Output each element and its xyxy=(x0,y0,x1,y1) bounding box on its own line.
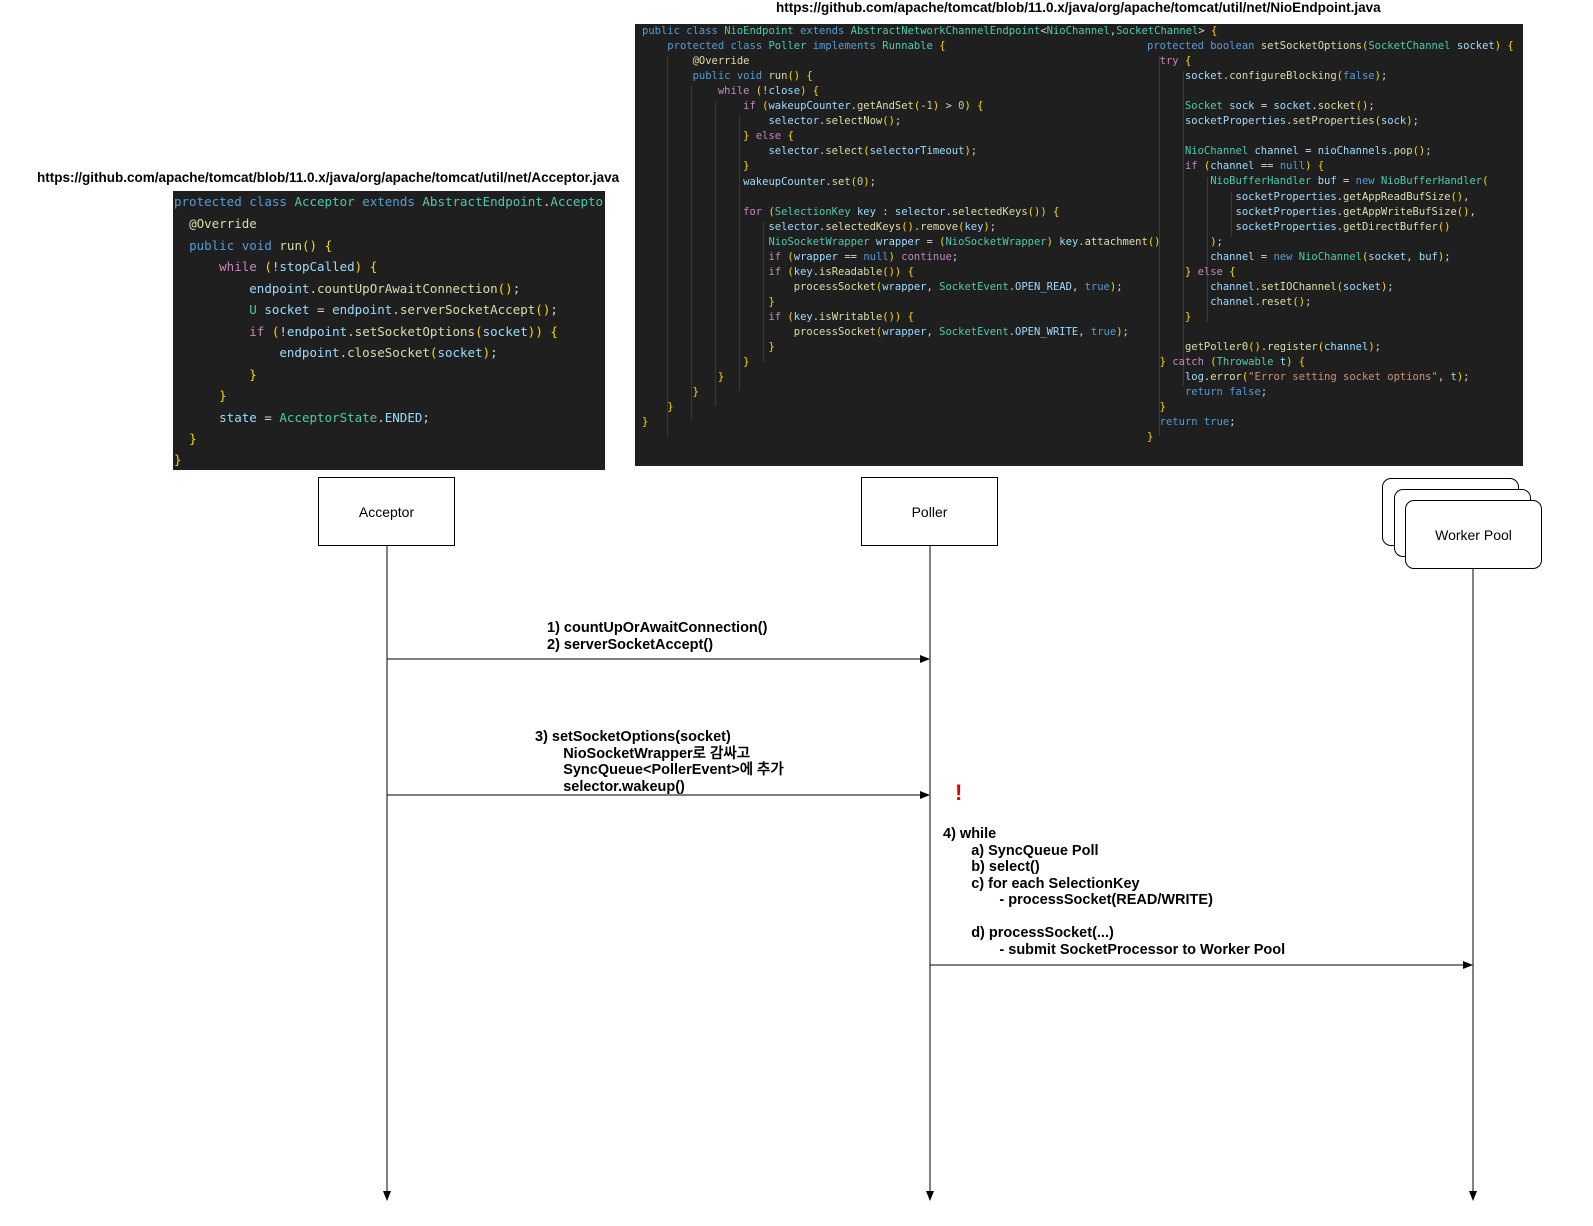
code-line: socketProperties.getAppReadBufSize(), xyxy=(1235,190,1470,203)
code-line: selector.selectedKeys().remove(key); xyxy=(768,220,997,233)
code-line: } xyxy=(1184,310,1192,323)
indent-guide xyxy=(1183,71,1184,386)
code-line: selector.selectNow(); xyxy=(768,115,902,128)
code-line: public class NioEndpoint extends Abstrac… xyxy=(642,25,1218,37)
code-line: if (wrapper == null) continue; xyxy=(768,250,959,263)
indent-guide xyxy=(691,86,692,421)
code-line: return true; xyxy=(1159,416,1236,429)
code-line: } xyxy=(667,401,674,414)
accept-connection-label: 1) countUpOrAwaitConnection() 2) serverS… xyxy=(547,620,768,653)
code-line: } xyxy=(1159,401,1166,414)
code-line: if (key.isWritable()) { xyxy=(768,310,914,323)
code-line: if (wakeupCounter.getAndSet(-1) > 0) { xyxy=(743,100,984,113)
code-line: } xyxy=(768,341,775,354)
code-line: U socket = endpoint.serverSocketAccept()… xyxy=(249,302,558,317)
code-line: while (!close) { xyxy=(717,85,820,98)
acceptor-actor[interactable]: Acceptor xyxy=(318,477,455,546)
code-line: } else { xyxy=(743,130,794,143)
code-line: } xyxy=(642,416,649,429)
code-line: } xyxy=(743,160,750,173)
code-line: } xyxy=(219,388,227,403)
warning-mark: ! xyxy=(955,780,963,805)
code-line: log.error("Error setting socket options"… xyxy=(1184,371,1470,384)
code-line: protected class Acceptor extends Abstrac… xyxy=(174,194,605,209)
code-line: selector.select(selectorTimeout); xyxy=(768,145,978,158)
code-line: } xyxy=(743,356,750,369)
code-line: } xyxy=(174,452,182,467)
code-line: endpoint.countUpOrAwaitConnection(); xyxy=(249,281,521,296)
code-line: processSocket(wrapper, SocketEvent.OPEN_… xyxy=(793,280,1123,293)
code-line: socketProperties.getDirectBuffer() xyxy=(1235,220,1451,233)
poller-actor[interactable]: Poller xyxy=(861,477,998,546)
code-line: @Override xyxy=(692,55,750,68)
code-line: if (key.isReadable()) { xyxy=(768,265,914,278)
code-line: if (!endpoint.setSocketOptions(socket)) … xyxy=(249,324,558,339)
code-line: NioBufferHandler buf = new NioBufferHand… xyxy=(1210,175,1489,188)
code-line: } xyxy=(768,295,775,308)
code-line: } xyxy=(717,371,725,384)
code-line: return false; xyxy=(1184,386,1268,399)
code-line: wakeupCounter.set(0); xyxy=(743,175,876,188)
acceptor-code-snippet: protected class Acceptor extends Abstrac… xyxy=(173,191,605,470)
code-line: NioChannel channel = nioChannels.pop(); xyxy=(1184,145,1432,158)
code-line: public void run() { xyxy=(189,238,333,253)
indent-guide xyxy=(667,56,668,436)
code-line: try { xyxy=(1159,55,1192,68)
code-line: socketProperties.getAppWriteBufSize(), xyxy=(1235,205,1476,218)
indent-guide xyxy=(1159,56,1160,436)
code-line: channel = new NioChannel(socket, buf); xyxy=(1210,250,1451,263)
acceptor-source-url[interactable]: https://github.com/apache/tomcat/blob/11… xyxy=(37,170,620,185)
code-line: socket.configureBlocking(false); xyxy=(1184,70,1388,83)
code-line: for (SelectionKey key : selector.selecte… xyxy=(743,205,1060,218)
code-line: endpoint.closeSocket(socket); xyxy=(279,345,498,360)
nioendpoint-source-url[interactable]: https://github.com/apache/tomcat/blob/11… xyxy=(776,0,1381,15)
code-line: ); xyxy=(1210,235,1223,248)
code-line: state = AcceptorState.ENDED; xyxy=(219,410,430,425)
poller-loop-label: 4) while a) SyncQueue Poll b) select() c… xyxy=(943,826,1286,958)
code-line: public void run() { xyxy=(692,70,813,83)
indent-guide xyxy=(1231,192,1232,237)
code-line: getPoller0().register(channel); xyxy=(1184,341,1381,353)
code-line: } xyxy=(692,386,699,399)
code-line: } xyxy=(249,367,257,382)
code-line: Socket sock = socket.socket(); xyxy=(1184,100,1375,113)
code-line: } catch (Throwable t) { xyxy=(1159,356,1306,369)
worker-pool-label: Worker Pool xyxy=(1435,526,1512,543)
code-line: } xyxy=(1147,431,1154,444)
code-line: } xyxy=(189,431,197,446)
indent-guide xyxy=(739,116,740,391)
indent-guide xyxy=(1207,177,1208,322)
code-line: channel.reset(); xyxy=(1210,295,1312,308)
indent-guide xyxy=(763,222,764,362)
code-line: while (!stopCalled) { xyxy=(219,259,378,274)
code-line: channel.setIOChannel(socket); xyxy=(1210,280,1394,293)
code-line: @Override xyxy=(189,216,257,231)
set-socket-options-label: 3) setSocketOptions(socket) NioSocketWra… xyxy=(535,729,784,795)
code-line: protected class Poller implements Runnab… xyxy=(667,40,946,53)
code-line: protected boolean setSocketOptions(Socke… xyxy=(1147,40,1514,52)
code-line: socketProperties.setProperties(sock); xyxy=(1184,115,1419,128)
code-line: processSocket(wrapper, SocketEvent.OPEN_… xyxy=(793,326,1129,338)
nioendpoint-code-snippet: public class NioEndpoint extends Abstrac… xyxy=(635,24,1523,466)
code-line: } else { xyxy=(1184,265,1236,278)
code-line: NioSocketWrapper wrapper = (NioSocketWra… xyxy=(768,235,1161,248)
indent-guide xyxy=(715,101,716,406)
worker-pool-actor[interactable]: Worker Pool xyxy=(1405,500,1542,569)
code-line: if (channel == null) { xyxy=(1184,160,1325,173)
